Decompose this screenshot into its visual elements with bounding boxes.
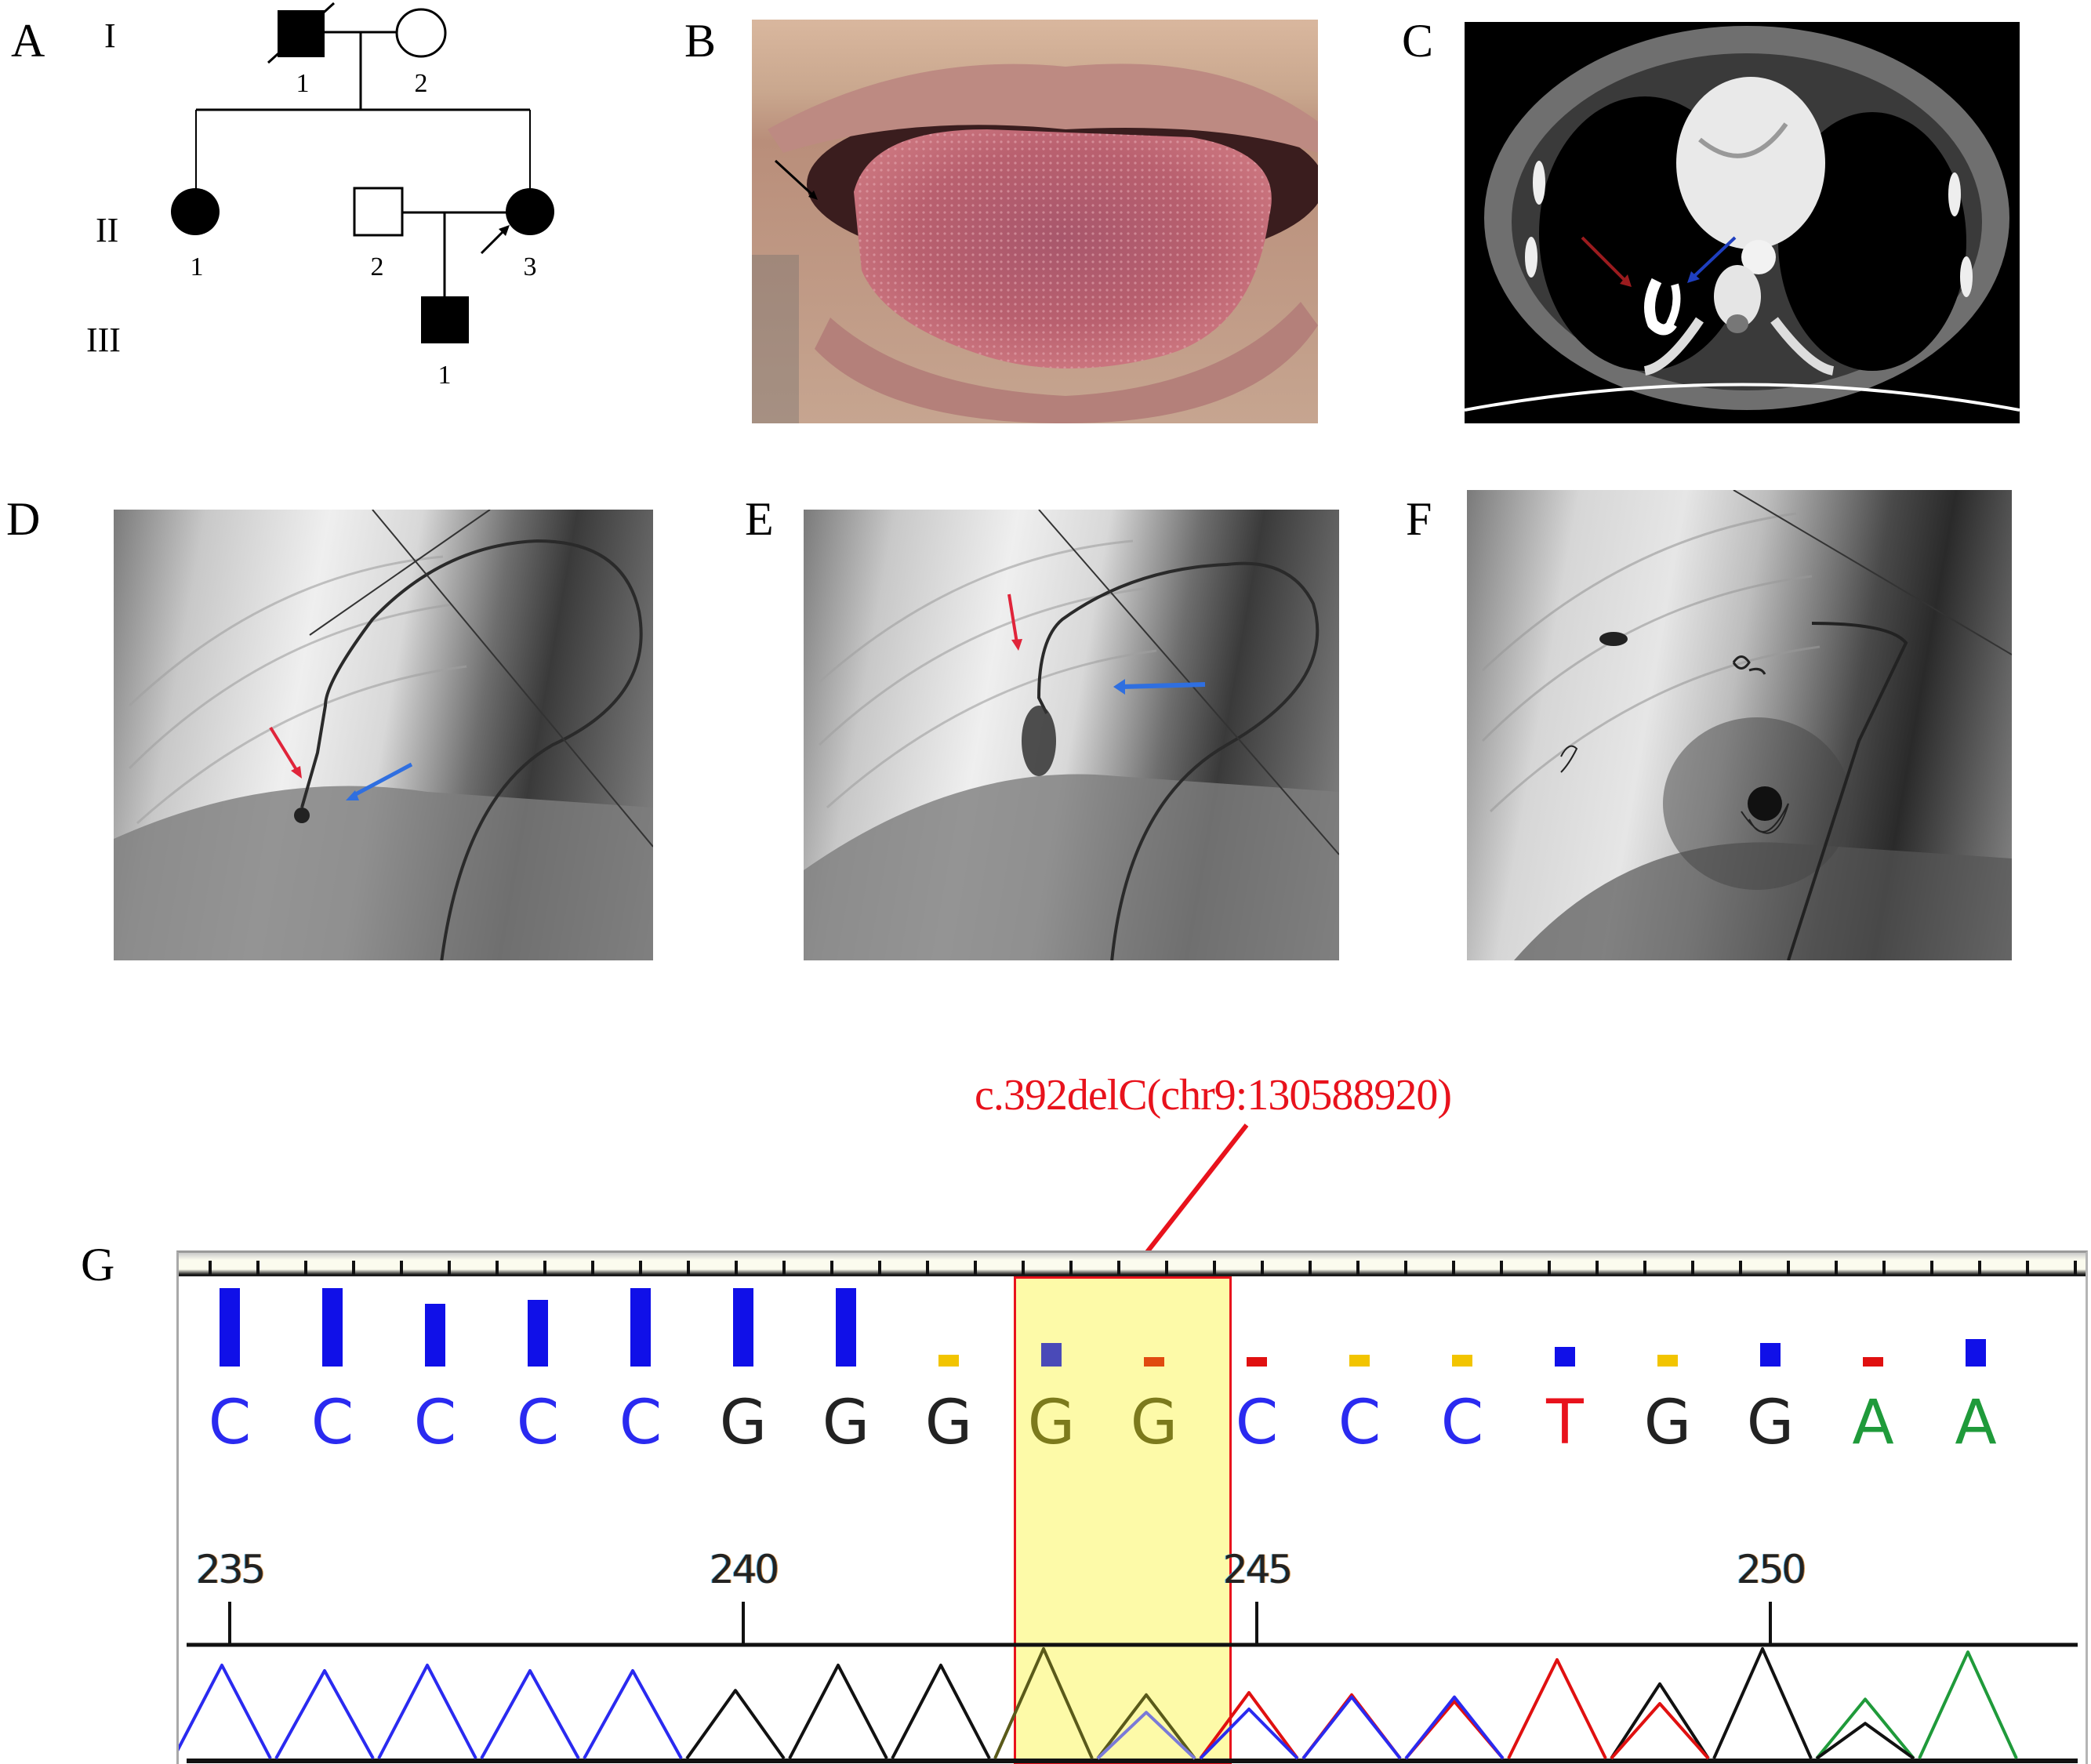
base-call: C <box>208 1388 252 1458</box>
generation-label-i: I <box>104 16 116 55</box>
pedigree-male-affected-icon <box>421 296 469 343</box>
base-call: G <box>1643 1388 1692 1458</box>
individual-iii-1-number: 1 <box>437 361 452 390</box>
angiography-image-d <box>114 510 653 960</box>
base-call: C <box>1338 1388 1381 1458</box>
arrow-icon <box>774 159 815 198</box>
quality-bar <box>1657 1355 1678 1367</box>
red-arrow-icon <box>1581 236 1627 282</box>
deceased-slash-icon <box>267 2 336 64</box>
position-label: 240 <box>709 1547 779 1592</box>
base-call: C <box>413 1388 457 1458</box>
quality-bar <box>836 1288 856 1367</box>
quality-bar <box>425 1304 445 1367</box>
base-call: C <box>619 1388 663 1458</box>
base-call: G <box>1130 1388 1178 1458</box>
panel-label-c: C <box>1402 15 1434 67</box>
proband-arrow-icon <box>480 227 507 255</box>
quality-bar <box>1966 1339 1986 1367</box>
base-call: T <box>1546 1388 1584 1458</box>
base-call: C <box>1440 1388 1484 1458</box>
quality-bar <box>220 1288 240 1367</box>
panel-label-a: A <box>11 15 45 67</box>
pedigree-female-unaffected-icon <box>395 8 447 58</box>
position-label: 235 <box>195 1547 266 1592</box>
base-call: G <box>822 1388 870 1458</box>
base-call: G <box>1027 1388 1076 1458</box>
red-arrow-icon <box>269 726 299 774</box>
base-call: C <box>516 1388 560 1458</box>
base-call: A <box>1955 1388 1997 1458</box>
pedigree-proband-affected-icon <box>506 188 554 235</box>
base-call: G <box>719 1388 768 1458</box>
angiography-image-f <box>1467 490 2012 960</box>
individual-i-2-number: 2 <box>414 69 428 98</box>
quality-bar <box>528 1300 548 1367</box>
panel-label-e: E <box>745 493 774 545</box>
blue-arrow-icon <box>1120 682 1206 689</box>
base-call: G <box>924 1388 973 1458</box>
embolization-coil-icon <box>1560 632 1789 834</box>
ct-scan-image <box>1465 22 2020 423</box>
individual-ii-1-number: 1 <box>190 252 204 281</box>
panel-label-g: G <box>81 1239 115 1290</box>
quality-bar <box>630 1288 651 1367</box>
quality-bar <box>1247 1357 1267 1367</box>
generation-label-iii: III <box>86 321 121 359</box>
quality-bar <box>733 1288 753 1367</box>
blue-arrow-icon <box>1692 236 1737 278</box>
tongue-photo <box>752 20 1318 423</box>
pedigree-female-affected-icon <box>171 188 220 235</box>
panel-label-f: F <box>1406 493 1432 545</box>
base-call: C <box>1235 1388 1279 1458</box>
quality-bar <box>1041 1343 1062 1367</box>
base-call: G <box>1746 1388 1795 1458</box>
quality-bar <box>1144 1357 1164 1367</box>
individual-ii-3-number: 3 <box>523 252 537 281</box>
mutation-label: c.392delC(chr9:130588920) <box>975 1071 1452 1120</box>
quality-bar <box>1760 1343 1781 1367</box>
base-call: A <box>1852 1388 1894 1458</box>
panel-label-d: D <box>6 493 41 545</box>
quality-bar <box>1349 1355 1370 1367</box>
quality-bar <box>1555 1347 1575 1367</box>
position-label: 245 <box>1222 1547 1293 1592</box>
quality-bar <box>322 1288 343 1367</box>
panel-label-b: B <box>684 15 717 67</box>
pedigree-chart <box>171 2 554 343</box>
quality-bar <box>938 1355 959 1367</box>
quality-bar <box>1863 1357 1883 1367</box>
individual-ii-2-number: 2 <box>370 252 384 281</box>
chromatogram-ruler <box>179 1253 2086 1276</box>
position-label: 250 <box>1736 1547 1806 1592</box>
chromatogram-trace <box>179 1602 2078 1763</box>
red-arrow-icon <box>1007 593 1018 644</box>
pedigree-male-unaffected-icon <box>353 187 404 237</box>
base-call: C <box>310 1388 354 1458</box>
blue-arrow-icon <box>351 762 413 798</box>
angiography-image-e <box>804 510 1339 960</box>
quality-bar <box>1452 1355 1472 1367</box>
individual-i-1-number: 1 <box>296 69 310 98</box>
generation-label-ii: II <box>96 211 119 249</box>
